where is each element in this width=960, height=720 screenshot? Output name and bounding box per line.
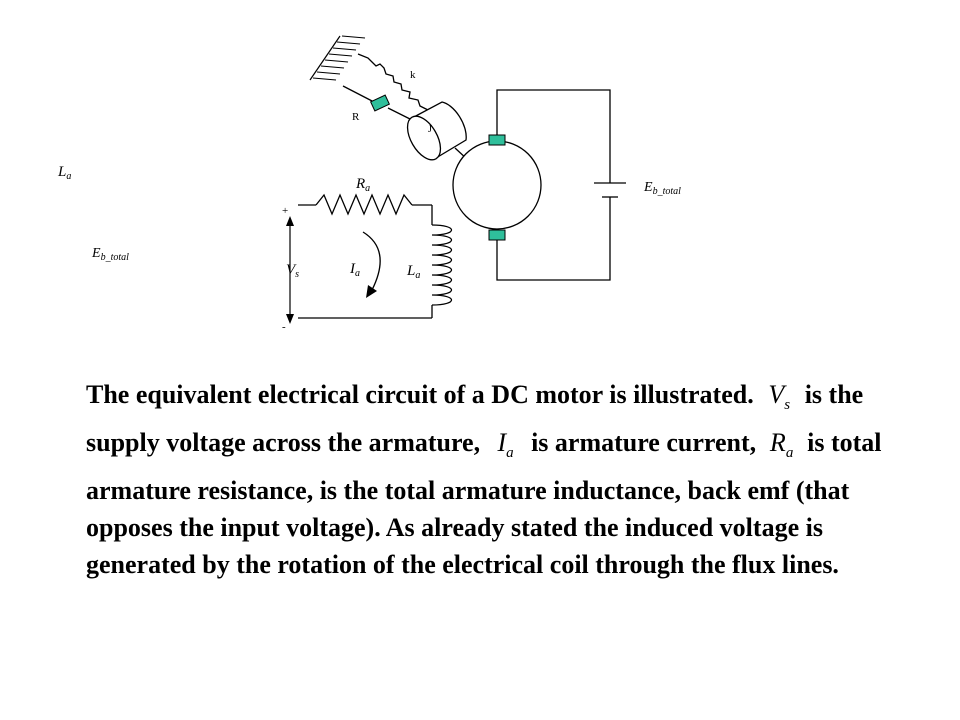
left-la-label: La (57, 164, 71, 182)
fixed-wall (309, 35, 366, 81)
bottom-brush (488, 229, 506, 241)
inertia-label: J (428, 124, 432, 135)
ra-symbol: Ra (769, 428, 794, 462)
description-part-1: The equivalent electrical circuit of a D… (86, 380, 754, 409)
description-part-4: is total armature resistance, is the tot… (86, 428, 882, 580)
spring-k (357, 53, 429, 111)
battery-loop-bottom (496, 197, 611, 281)
battery-eb-total-label: Eb_total (643, 180, 681, 197)
circuit-wires (298, 204, 433, 319)
ia-symbol: Ia (497, 428, 514, 462)
description-part-3: is armature current, (531, 428, 757, 458)
current-ia-label: Ia (349, 261, 360, 279)
inductor-la (431, 224, 453, 306)
supply-vs-label: Vs (286, 262, 299, 280)
top-brush (488, 134, 506, 146)
dc-motor-circuit-diagram: k R J + - Ra La (57, 35, 681, 333)
minus-sign: - (282, 321, 286, 333)
battery-loop-top (496, 89, 611, 183)
current-arrowhead (366, 285, 377, 298)
supply-voltage-arrow (286, 216, 294, 324)
plus-sign: + (282, 205, 288, 217)
resistor-ra-label: Ra (355, 176, 370, 194)
left-eb-total-label: Eb_total (91, 246, 129, 263)
description-paragraph: The equivalent electrical circuit of a D… (86, 376, 906, 583)
inductor-la-label: La (406, 263, 420, 281)
description-part-2: is the supply voltage across the armatur… (86, 380, 864, 458)
damper-label: R (352, 111, 360, 123)
inertia-j (406, 101, 467, 161)
vs-symbol: Vs (768, 380, 791, 414)
resistor-ra (315, 193, 413, 216)
spring-label: k (410, 69, 416, 81)
motor-armature (452, 140, 542, 230)
current-direction-arrow (362, 231, 381, 291)
